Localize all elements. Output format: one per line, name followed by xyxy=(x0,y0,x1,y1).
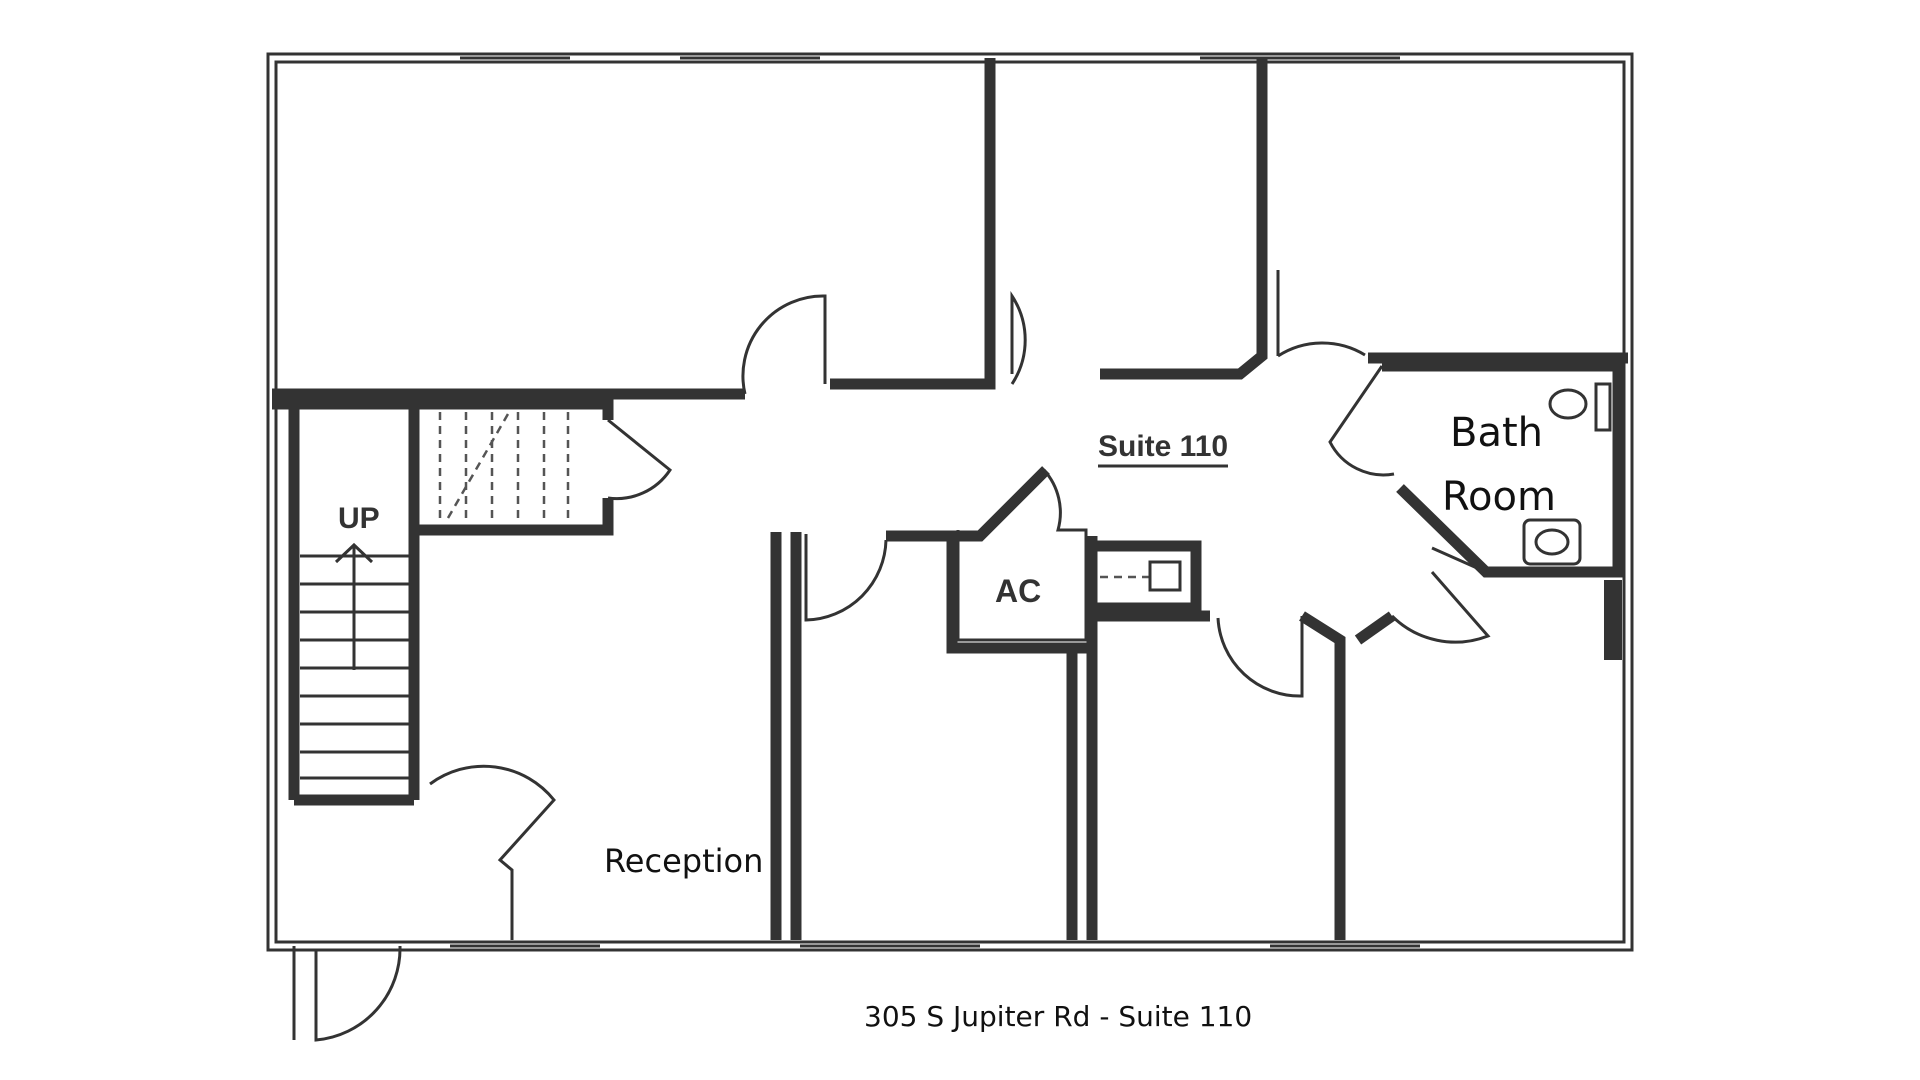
suite-label: Suite 110 xyxy=(1098,430,1228,463)
radiator xyxy=(1604,580,1622,660)
reception-label: Reception xyxy=(604,842,763,880)
stair-up-label: UP xyxy=(338,502,380,535)
address-caption: 305 S Jupiter Rd - Suite 110 xyxy=(864,1000,1252,1033)
ac-room-label: AC xyxy=(995,573,1041,609)
stairwell xyxy=(272,398,614,806)
landing-door xyxy=(607,418,673,501)
upper-rooms xyxy=(272,58,1628,400)
bath-label-line2: Room xyxy=(1442,474,1556,520)
central-rooms xyxy=(770,466,1491,940)
bath-label-line1: Bath xyxy=(1450,410,1543,456)
reception-entry xyxy=(292,764,556,1042)
bath-room xyxy=(1328,360,1624,660)
exterior-walls xyxy=(266,52,1634,952)
